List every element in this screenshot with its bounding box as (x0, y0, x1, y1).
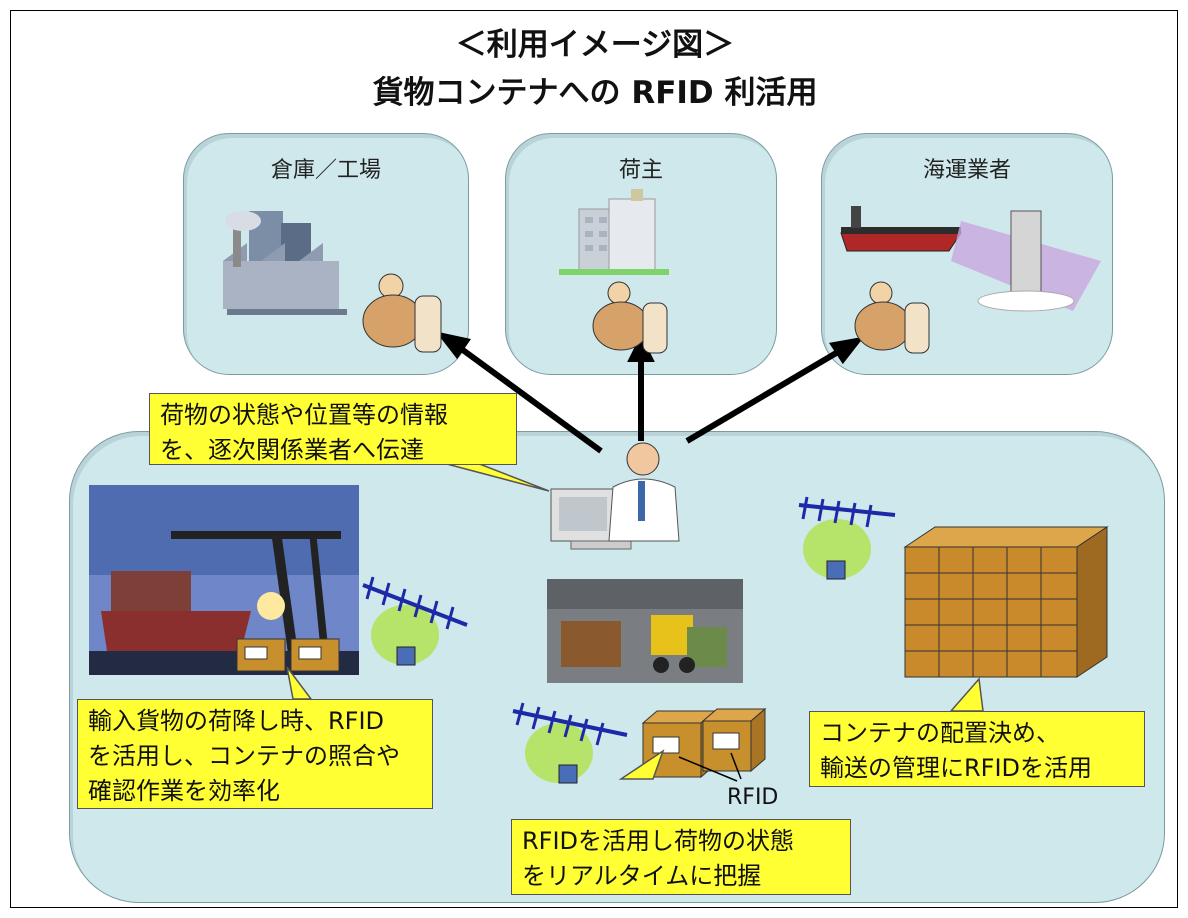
panel-label-shipper: 荷主 (618, 158, 663, 183)
warehouse-forklift-photo (547, 579, 743, 683)
arrow-head-shipping-company (829, 336, 865, 365)
callout-container-placement: コンテナの配置決め、 輸送の管理にRFIDを活用 (809, 711, 1145, 787)
antenna-left-icon (362, 576, 468, 666)
callout-realtime-tracking: RFIDを活用し荷物の状態 をリアルタイムに把握 (511, 819, 851, 895)
callout-import-unloading: 輸入貨物の荷降し時、RFID を活用し、コンテナの照合や 確認作業を効率化 (77, 699, 433, 809)
callout-info-line-1: 荷物の状態や位置等の情報 (160, 401, 448, 429)
operator-shipper-icon (592, 281, 668, 354)
title-line-1: ＜利用イメージ図＞ (455, 27, 735, 63)
callout-import-line-2: を活用し、コンテナの照合や (88, 742, 400, 770)
callout-info-sharing: 荷物の状態や位置等の情報 を、逐次関係業者へ伝達 (149, 393, 517, 465)
operator-warehouse-icon (362, 273, 442, 353)
arrow-head-warehouse (435, 331, 472, 360)
illustration-layer (89, 189, 1109, 784)
callout-placement-line-2: 輸送の管理にRFIDを活用 (820, 754, 1093, 782)
factory-icon (223, 211, 347, 315)
panel-label-shipping-company: 海運業者 (922, 158, 1011, 183)
pointer-realtime (618, 749, 665, 780)
callout-import-line-1: 輸入貨物の荷降し時、RFID (88, 707, 385, 735)
operator-shipping-icon (854, 281, 930, 354)
callout-realtime-line-2: をリアルタイムに把握 (522, 862, 762, 890)
arrows (435, 331, 865, 454)
callout-pointers (286, 462, 984, 780)
title-line-2: 貨物コンテナへの RFID 利活用 (372, 75, 818, 111)
callout-info-line-2: を、逐次関係業者へ伝達 (160, 436, 424, 464)
container-stack-icon (903, 526, 1109, 678)
ship-and-tower-icon (840, 206, 1101, 312)
central-operator-icon (550, 442, 680, 550)
antenna-center-icon (512, 702, 628, 784)
diagram-frame: ＜利用イメージ図＞ 貨物コンテナへの RFID 利活用 倉庫／工場 荷主 海運業… (10, 10, 1178, 908)
callout-placement-line-1: コンテナの配置決め、 (820, 719, 1060, 747)
rfid-tagged-boxes (641, 707, 767, 782)
arrow-to-shipping-company (685, 346, 845, 444)
panel-label-warehouse-factory: 倉庫／工場 (270, 158, 381, 183)
pointer-placement (949, 677, 984, 712)
antenna-right-icon (798, 496, 896, 580)
port-container-boxes (236, 638, 340, 672)
arrow-to-warehouse (454, 342, 603, 454)
callout-import-line-3: 確認作業を効率化 (88, 777, 280, 805)
rfid-tag-label: RFID (727, 785, 779, 810)
callout-realtime-line-1: RFIDを活用し荷物の状態 (522, 827, 795, 855)
office-building-icon (559, 189, 669, 275)
